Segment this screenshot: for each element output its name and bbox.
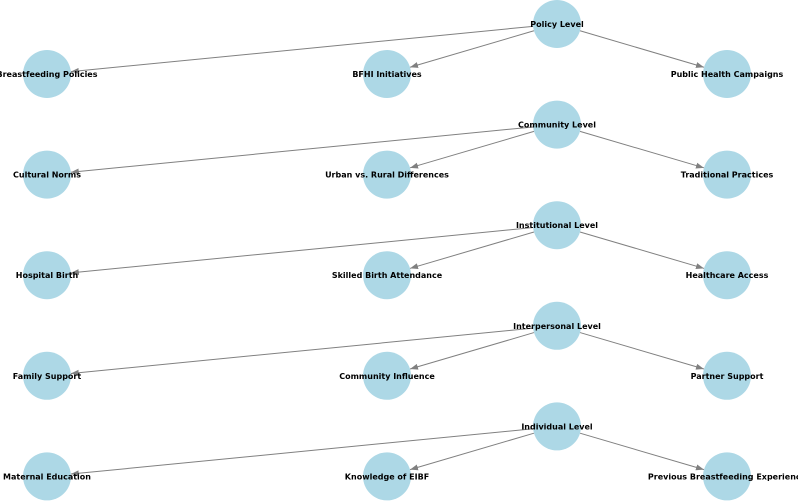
node-label-interpersonal-level: Interpersonal Level xyxy=(513,322,601,331)
node-maternal-education xyxy=(23,452,71,501)
edge-policy-level-to-public-health-campaigns xyxy=(579,30,705,68)
node-label-institutional-level: Institutional Level xyxy=(516,221,598,230)
node-label-family-support: Family Support xyxy=(13,372,82,381)
node-label-skilled-birth-attendance: Skilled Birth Attendance xyxy=(332,271,443,280)
edge-individual-level-to-previous-breastfeeding-experience xyxy=(579,432,705,471)
node-interpersonal-level xyxy=(533,301,581,350)
node-urban-vs-rural-differences xyxy=(363,150,411,199)
node-label-maternal-education: Maternal Education xyxy=(3,472,91,481)
node-previous-breastfeeding-experience xyxy=(703,452,751,501)
node-label-traditional-practices: Traditional Practices xyxy=(681,171,774,180)
node-healthcare-access xyxy=(703,251,751,300)
node-institutional-level xyxy=(533,201,581,250)
edge-policy-level-to-breastfeeding-policies xyxy=(70,25,534,74)
node-policy-level xyxy=(533,0,581,48)
node-breastfeeding-policies xyxy=(23,50,71,98)
node-label-partner-support: Partner Support xyxy=(691,372,764,381)
node-cultural-norms xyxy=(23,150,71,199)
node-community-influence xyxy=(363,351,411,400)
node-label-policy-level: Policy Level xyxy=(530,20,584,29)
node-label-urban-vs-rural-differences: Urban vs. Rural Differences xyxy=(325,171,449,180)
node-public-health-campaigns xyxy=(703,50,751,98)
node-label-community-level: Community Level xyxy=(518,121,596,130)
node-hospital-birth xyxy=(23,251,71,300)
node-family-support xyxy=(23,351,71,400)
edge-institutional-level-to-hospital-birth xyxy=(70,227,534,276)
edge-policy-level-to-bfhi-initiatives xyxy=(409,30,535,68)
node-label-cultural-norms: Cultural Norms xyxy=(13,171,81,180)
node-label-public-health-campaigns: Public Health Campaigns xyxy=(671,70,784,79)
edge-institutional-level-to-skilled-birth-attendance xyxy=(409,231,535,270)
edges-layer xyxy=(70,25,705,477)
nodes-layer xyxy=(23,0,751,501)
node-skilled-birth-attendance xyxy=(363,251,411,300)
node-label-individual-level: Individual Level xyxy=(521,422,593,431)
node-bfhi-initiatives xyxy=(363,50,411,98)
node-label-breastfeeding-policies: Breastfeeding Policies xyxy=(0,70,98,79)
node-partner-support xyxy=(703,351,751,400)
edge-individual-level-to-maternal-education xyxy=(70,428,534,477)
node-knowledge-of-eibf xyxy=(363,452,411,501)
node-label-previous-breastfeeding-experience: Previous Breastfeeding Experience xyxy=(648,472,798,481)
edge-interpersonal-level-to-partner-support xyxy=(579,332,705,370)
node-label-healthcare-access: Healthcare Access xyxy=(686,271,769,280)
node-label-bfhi-initiatives: BFHI Initiatives xyxy=(352,70,422,79)
edge-community-level-to-cultural-norms xyxy=(70,126,534,175)
node-community-level xyxy=(533,100,581,149)
node-label-hospital-birth: Hospital Birth xyxy=(16,271,79,280)
node-label-community-influence: Community Influence xyxy=(339,372,435,381)
edge-individual-level-to-knowledge-of-eibf xyxy=(409,432,535,471)
edge-interpersonal-level-to-family-support xyxy=(70,327,534,376)
edge-community-level-to-urban-vs-rural-differences xyxy=(409,130,535,169)
node-individual-level xyxy=(533,402,581,451)
edge-institutional-level-to-healthcare-access xyxy=(579,231,705,270)
node-label-knowledge-of-eibf: Knowledge of EIBF xyxy=(345,472,429,481)
edge-interpersonal-level-to-community-influence xyxy=(409,332,535,370)
node-traditional-practices xyxy=(703,150,751,199)
edge-community-level-to-traditional-practices xyxy=(579,130,705,169)
